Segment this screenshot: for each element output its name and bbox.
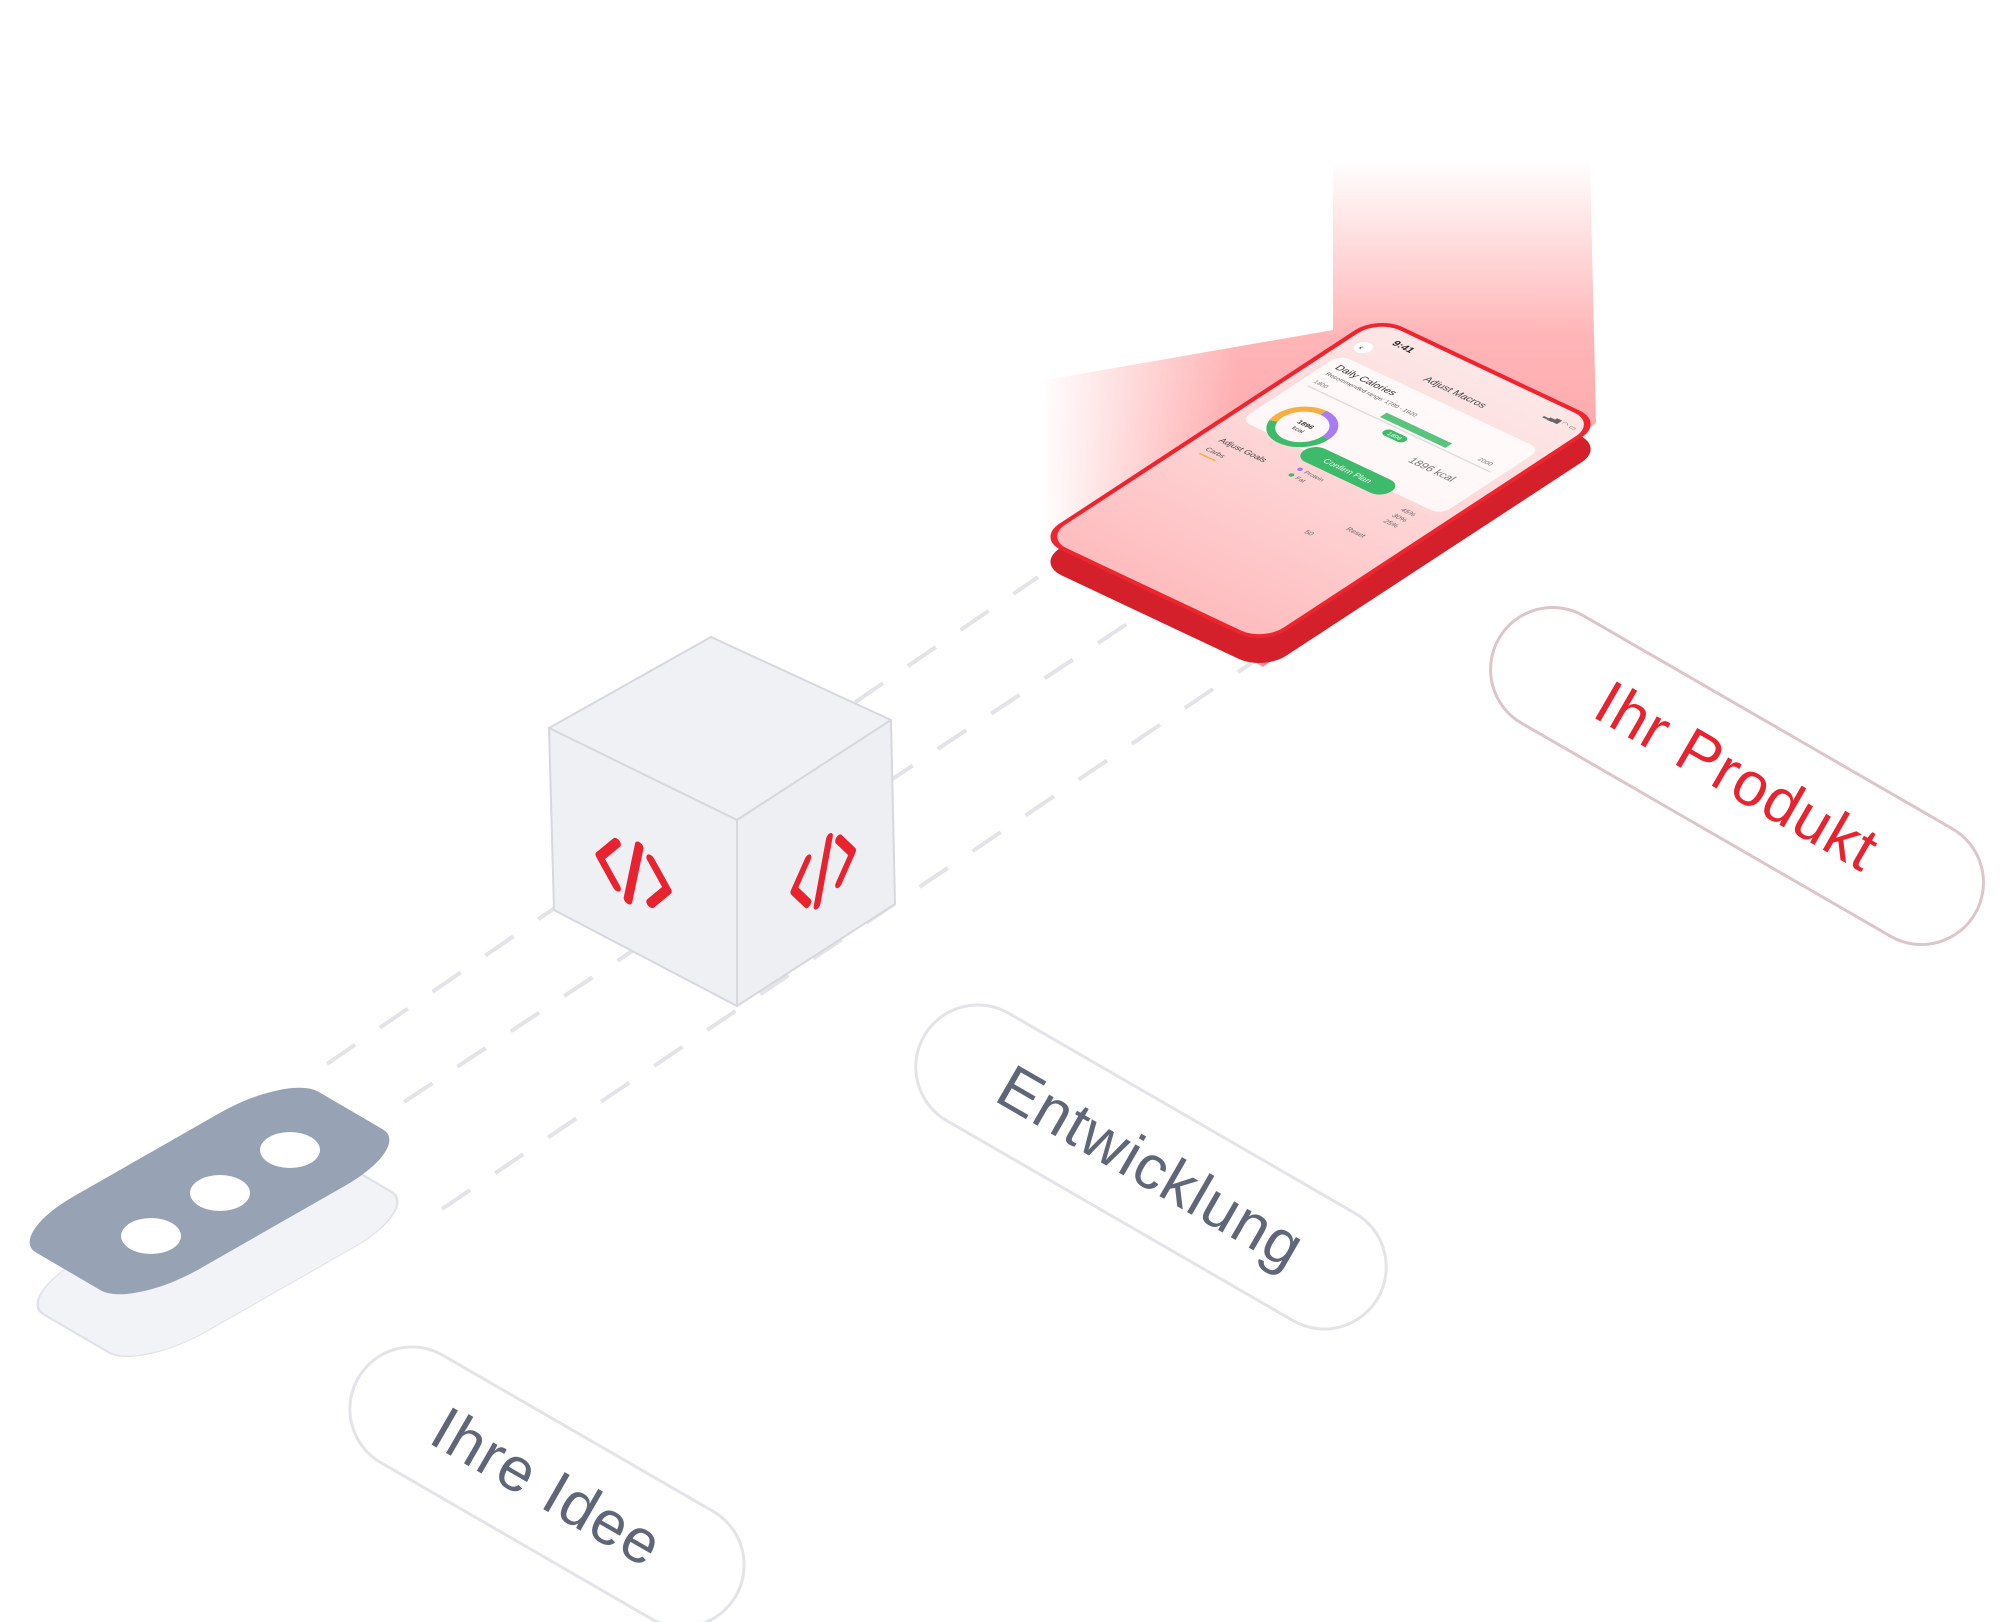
confirm-plan-button[interactable] [1294,444,1401,498]
donut-unit: kcal [1290,426,1306,435]
phone-device: 9:41 ‹ Adjust Macros ▂▄▆ ◠ ▭ Daily Calor… [1040,150,1596,667]
phone-screen: 9:41 ‹ Adjust Macros ▂▄▆ ◠ ▭ Daily Calor… [1198,340,1580,539]
chat-bubble-icon [29,1087,399,1357]
percent-carbs: 45% [1398,507,1419,518]
dot [121,1218,181,1254]
calorie-slider-thumb[interactable] [1380,428,1410,444]
stage-pill-idea: Ihre Idee [348,1345,746,1622]
range-max: 2000 [1476,457,1495,467]
dot [190,1175,250,1211]
code-cube [548,636,896,1007]
connector-line [325,575,1040,1066]
calorie-bar [1379,412,1453,448]
percent-protein: 30% [1390,512,1411,523]
code-icon [595,837,672,909]
percent-fat: 25% [1381,518,1402,529]
stage-pill-product: Ihr Produkt [1489,606,1985,946]
code-icon [790,832,856,910]
donut-value: 1896 [1295,419,1317,431]
dot [260,1132,320,1168]
cube-right-face [736,719,896,1007]
back-icon: ‹ [1355,344,1367,351]
legend-fat: Fat [1293,476,1307,484]
range-min: 1800 [1311,380,1330,390]
stage-pill-development: Entwicklung [914,1003,1388,1331]
slider-value: 1896 [1385,431,1404,441]
goal-value: 50 [1302,529,1317,537]
back-button[interactable] [1349,340,1377,356]
